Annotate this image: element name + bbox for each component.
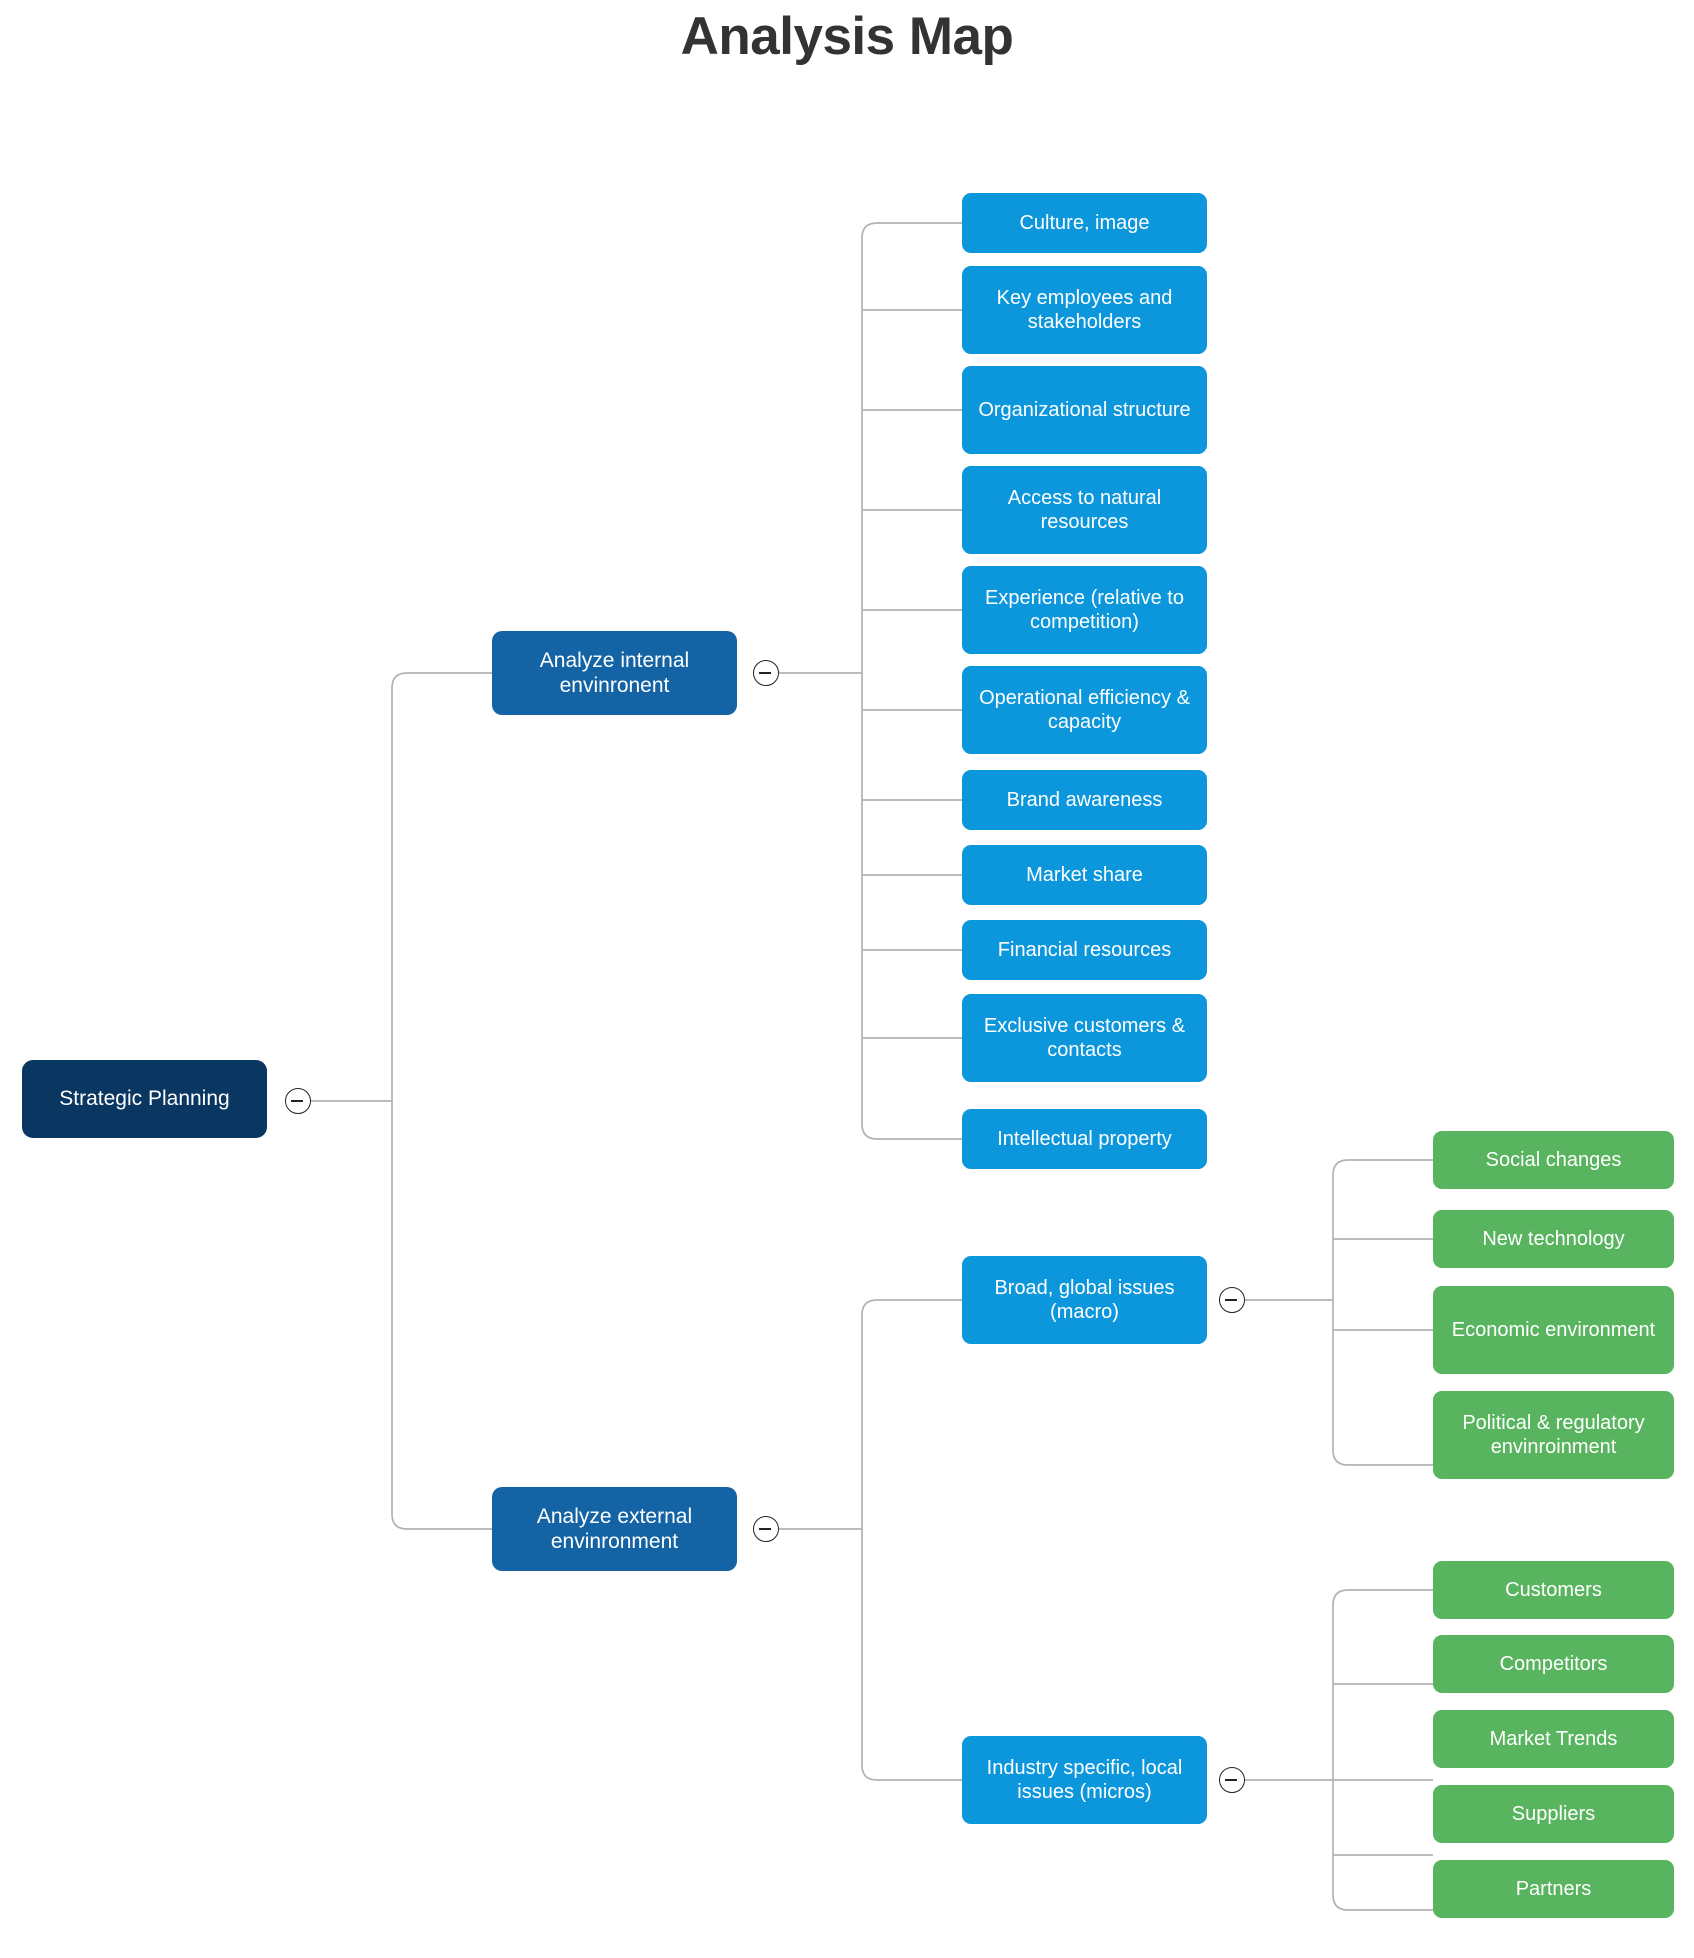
node-label: Organizational structure <box>978 399 1191 421</box>
node-label: Market share <box>1026 864 1143 886</box>
link-trunk-internal <box>391 672 492 689</box>
leaf-key-employees-stakeholders[interactable]: Key employees and stakeholders <box>962 266 1207 354</box>
node-label: Suppliers <box>1511 1803 1596 1825</box>
node-label: Brand awareness <box>1006 789 1163 811</box>
node-label: Market Trends <box>1489 1728 1618 1750</box>
leaf-economic-environment[interactable]: Economic environment <box>1433 1286 1674 1374</box>
leaf-experience-relative-competition[interactable]: Experience (relative to competition) <box>962 566 1207 654</box>
leaf-exclusive-customers-contacts[interactable]: Exclusive customers & contacts <box>962 994 1207 1082</box>
leaf-social-changes[interactable]: Social changes <box>1433 1131 1674 1189</box>
node-label: Broad, global issues (macro) <box>994 1277 1175 1323</box>
leaf-organizational-structure[interactable]: Organizational structure <box>962 366 1207 454</box>
toggle-internal[interactable] <box>753 660 779 686</box>
leaf-market-trends[interactable]: Market Trends <box>1433 1710 1674 1768</box>
node-label: Strategic Planning <box>59 1087 230 1111</box>
leaf-access-natural-resources[interactable]: Access to natural resources <box>962 466 1207 554</box>
leaf-brand-awareness[interactable]: Brand awareness <box>962 770 1207 830</box>
toggle-macro[interactable] <box>1219 1287 1245 1313</box>
leaf-political-regulatory-environment[interactable]: Political & regulatory envinroinment <box>1433 1391 1674 1479</box>
node-label: New technology <box>1482 1228 1625 1250</box>
node-label: Competitors <box>1499 1653 1608 1675</box>
link-internal-child-0 <box>861 222 962 239</box>
node-strategic-planning[interactable]: Strategic Planning <box>22 1060 267 1138</box>
toggle-external[interactable] <box>753 1516 779 1542</box>
leaf-competitors[interactable]: Competitors <box>1433 1635 1674 1693</box>
leaf-intellectual-property[interactable]: Intellectual property <box>962 1109 1207 1169</box>
link-trunk-external <box>391 1513 492 1530</box>
node-label: Industry specific, local issues (micros) <box>986 1757 1183 1803</box>
leaf-market-share[interactable]: Market share <box>962 845 1207 905</box>
link-external-child-macro <box>861 1299 962 1316</box>
node-broad-global-issues-macro[interactable]: Broad, global issues (macro) <box>962 1256 1207 1344</box>
node-label: Economic environment <box>1451 1319 1656 1341</box>
node-label: Culture, image <box>1019 212 1150 234</box>
node-label: Access to natural resources <box>1007 487 1162 533</box>
node-analyze-internal-environment[interactable]: Analyze internal envinronent <box>492 631 737 715</box>
node-label: Analyze external envinronment <box>536 1504 693 1553</box>
leaf-customers[interactable]: Customers <box>1433 1561 1674 1619</box>
node-analyze-external-environment[interactable]: Analyze external envinronment <box>492 1487 737 1571</box>
link-micro-child-0 <box>1332 1589 1433 1606</box>
node-label: Experience (relative to competition) <box>985 587 1184 633</box>
link-external-child-micro <box>861 1764 962 1781</box>
node-label: Political & regulatory envinroinment <box>1462 1412 1645 1458</box>
link-macro-child-3 <box>1332 1449 1433 1466</box>
node-industry-specific-local-issues-micros[interactable]: Industry specific, local issues (micros) <box>962 1736 1207 1824</box>
node-label: Key employees and stakeholders <box>996 287 1173 333</box>
node-label: Operational efficiency & capacity <box>979 687 1190 733</box>
node-label: Social changes <box>1485 1149 1622 1171</box>
leaf-suppliers[interactable]: Suppliers <box>1433 1785 1674 1843</box>
link-micro-child-4 <box>1332 1894 1433 1911</box>
link-internal-child-10 <box>861 1123 962 1140</box>
node-label: Customers <box>1505 1579 1602 1601</box>
node-label: Analyze internal envinronent <box>539 648 690 697</box>
leaf-partners[interactable]: Partners <box>1433 1860 1674 1918</box>
toggle-root[interactable] <box>285 1088 311 1114</box>
node-label: Partners <box>1515 1878 1592 1900</box>
leaf-culture-image[interactable]: Culture, image <box>962 193 1207 253</box>
node-label: Intellectual property <box>997 1128 1172 1150</box>
page-title: Analysis Map <box>680 7 1014 66</box>
leaf-operational-efficiency-capacity[interactable]: Operational efficiency & capacity <box>962 666 1207 754</box>
leaf-financial-resources[interactable]: Financial resources <box>962 920 1207 980</box>
toggle-micro[interactable] <box>1219 1767 1245 1793</box>
node-label: Exclusive customers & contacts <box>983 1015 1186 1061</box>
leaf-new-technology[interactable]: New technology <box>1433 1210 1674 1268</box>
node-label: Financial resources <box>997 939 1172 961</box>
link-macro-child-0 <box>1332 1159 1433 1176</box>
